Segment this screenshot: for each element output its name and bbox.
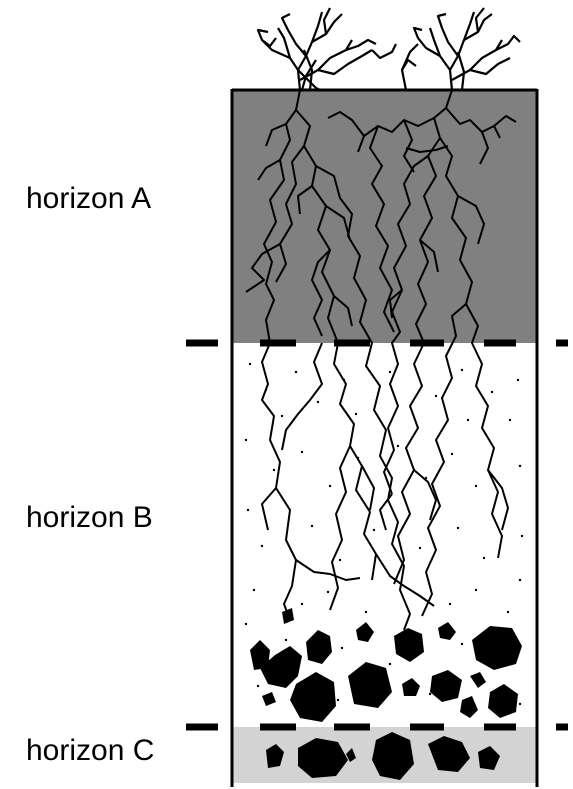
stones-horizon-b <box>250 608 522 722</box>
horizon-c-label: horizon C <box>26 734 155 767</box>
horizon-a-label: horizon A <box>26 182 152 215</box>
right-plant <box>400 7 521 91</box>
horizon-a-region <box>232 90 537 343</box>
left-plant <box>256 7 397 91</box>
horizon-b-label: horizon B <box>26 501 153 534</box>
column-outline <box>230 88 539 787</box>
stones-horizon-c <box>266 732 500 780</box>
root-system <box>245 89 517 631</box>
soil-particles <box>244 362 524 706</box>
